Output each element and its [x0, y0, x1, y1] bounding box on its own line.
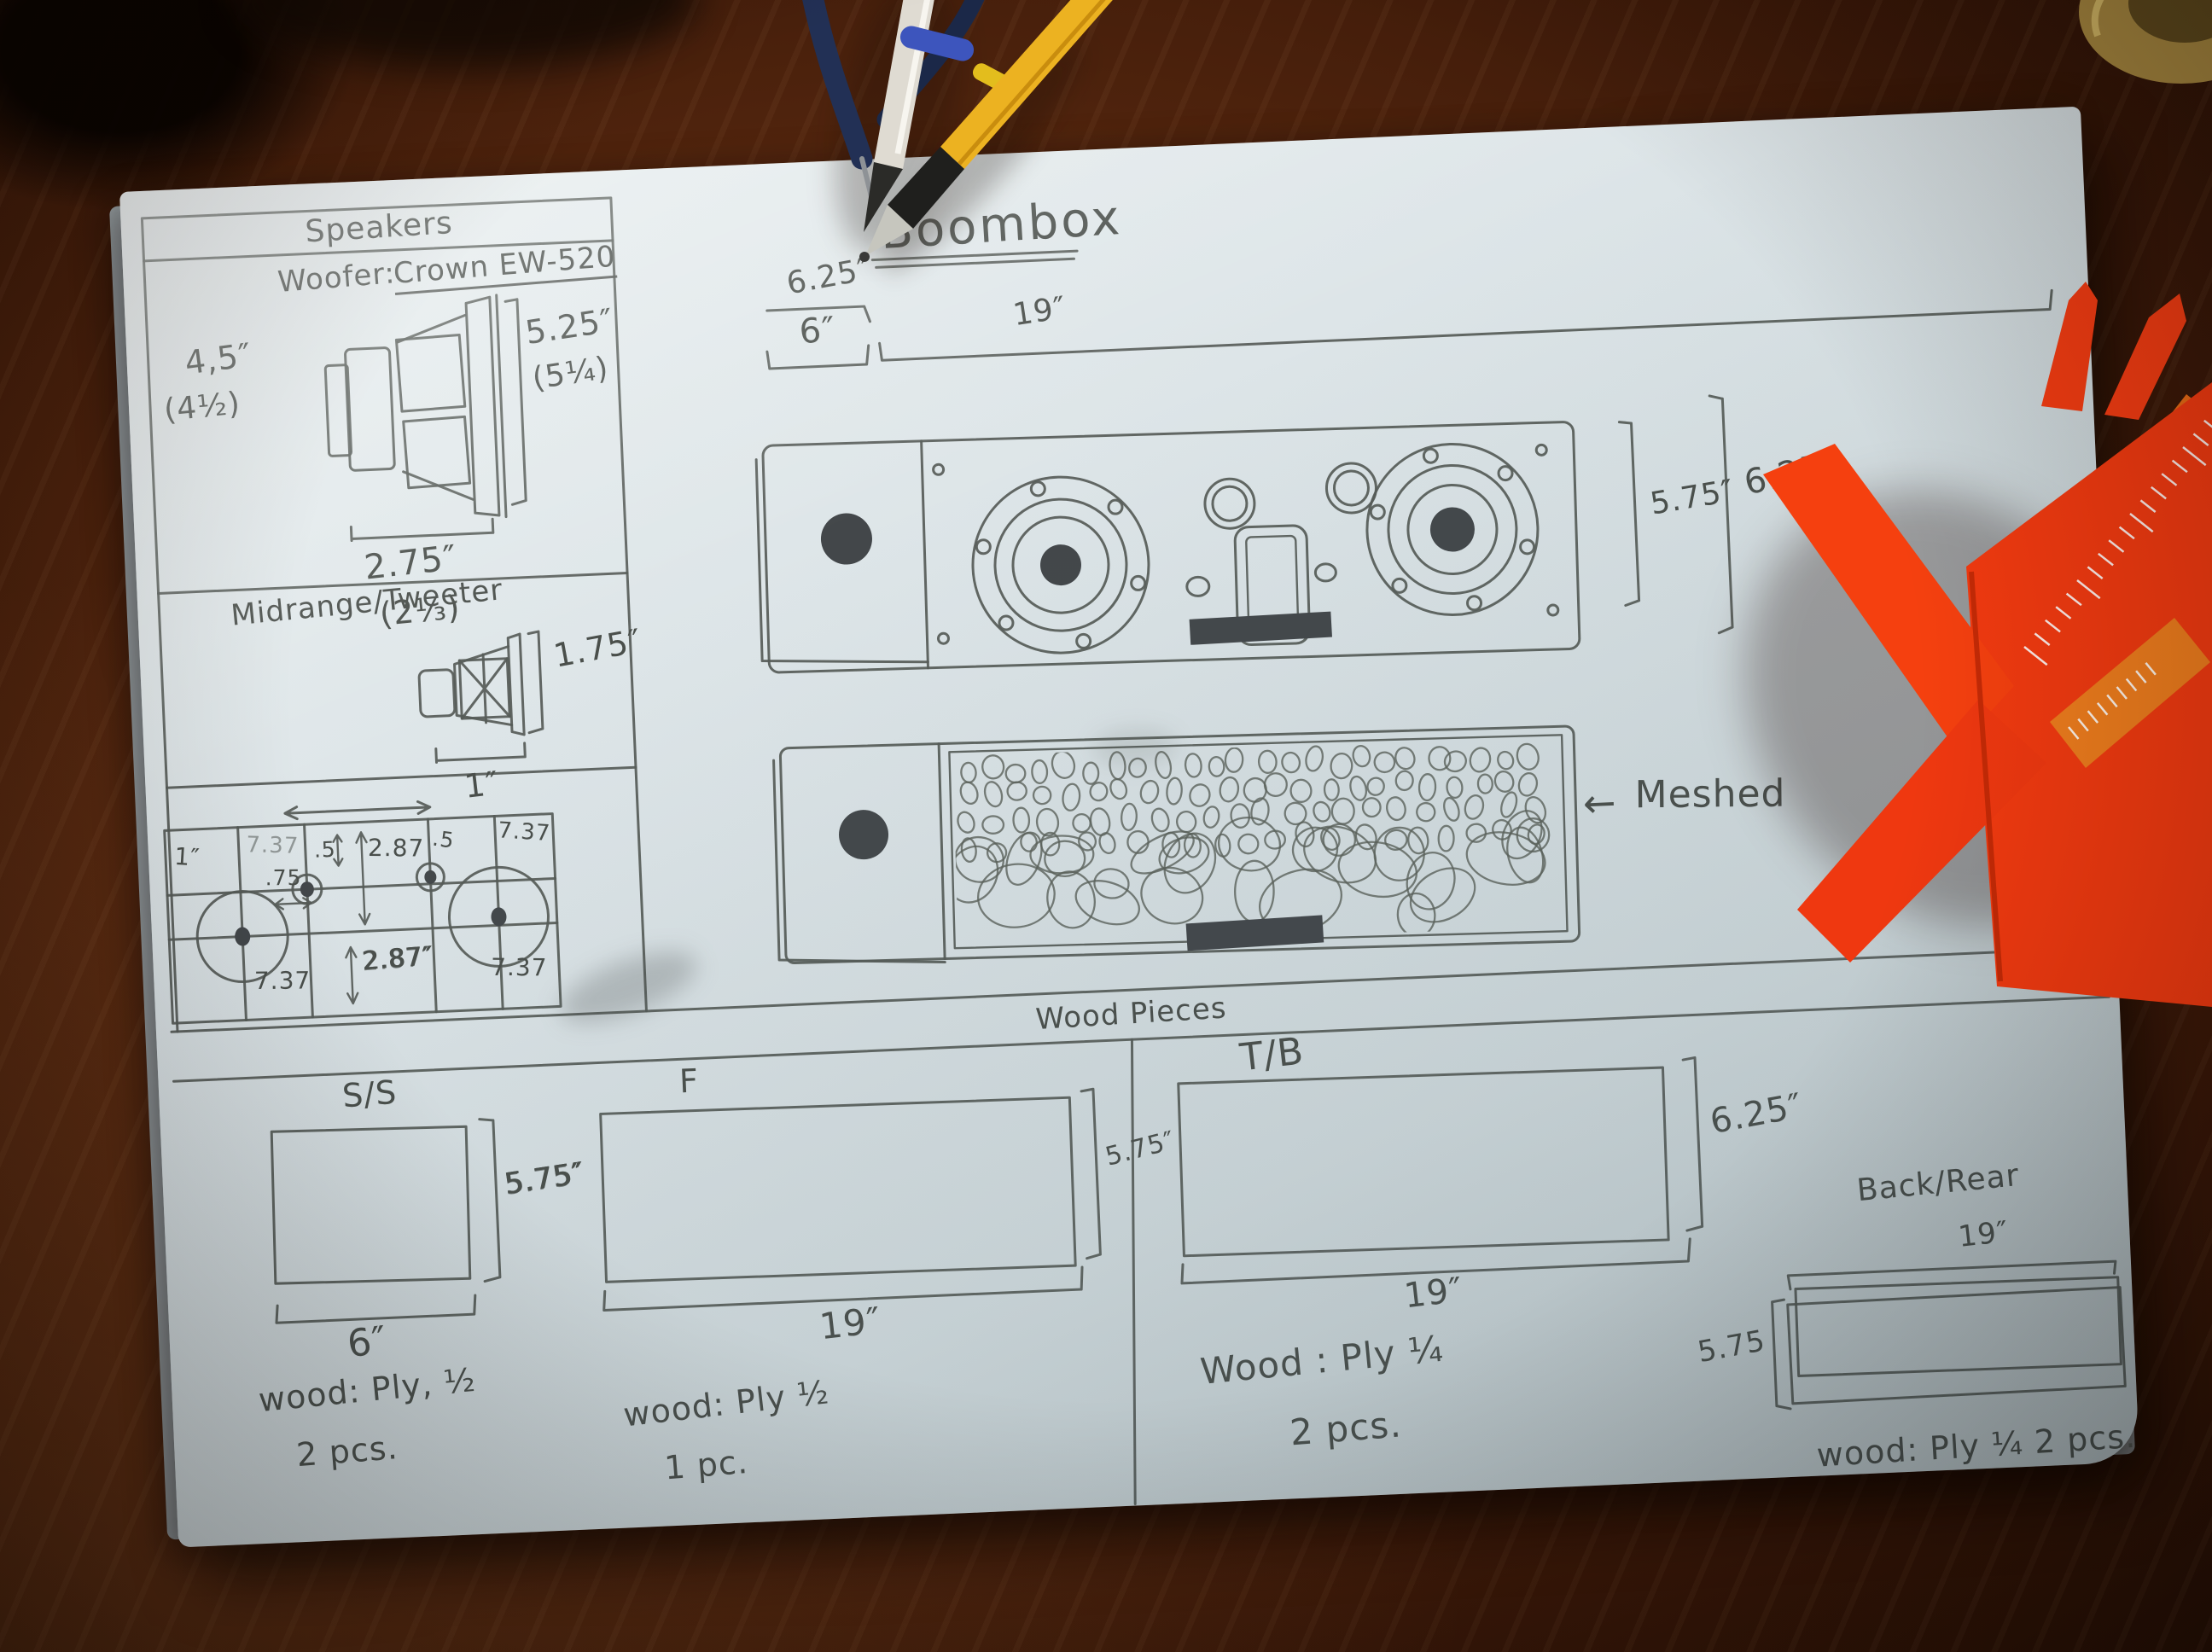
tb-label: T/B: [1237, 1029, 1307, 1080]
layout-top-left: 7.37: [246, 832, 300, 859]
boombox-front-view: [754, 421, 1581, 674]
tb-piece-outline: [1177, 1066, 1670, 1258]
layout-top-right: 7.37: [497, 817, 552, 847]
brass-object: [2079, 0, 2212, 84]
back-piece-outline-2: [1786, 1286, 2127, 1405]
layout-bottom-right: 7.37: [491, 952, 548, 982]
front-dim-side: 6″: [797, 310, 837, 352]
layout-left-margin: 1″: [173, 841, 201, 872]
driver-layout-grid: [163, 800, 562, 1025]
bottom-vertical-divider: [1130, 1038, 1137, 1506]
f-qty: 1 pc.: [662, 1442, 750, 1487]
f-piece-outline: [599, 1096, 1077, 1283]
ss-label: S/S: [341, 1073, 399, 1115]
boombox-back-view: [772, 724, 1581, 964]
wood-pieces-divider: [170, 945, 2110, 1083]
midrange-side-view: [417, 630, 544, 764]
blue-clip: [899, 26, 975, 61]
f-label: F: [678, 1062, 700, 1101]
ss-piece-outline: [270, 1125, 472, 1285]
woofer-height-alt: (4½): [162, 386, 242, 428]
title-underline: [870, 249, 1079, 269]
layout-gap-left: .75: [265, 864, 302, 891]
mesh-scribble: [952, 742, 1551, 938]
layout-bottom-left: 7.37: [253, 966, 311, 995]
yellow-clip: [972, 63, 1022, 97]
back-width-dim: 19″: [1956, 1214, 2011, 1254]
tb-qty: 2 pcs.: [1288, 1403, 1404, 1454]
meshed-arrow-icon: ←: [1581, 779, 1618, 827]
midrange-width-dim: 1″: [462, 764, 501, 806]
layout-tweeter-offset: .5: [313, 836, 337, 863]
back-piece-outline: [1794, 1276, 2122, 1377]
ss-qty: 2 pcs.: [294, 1428, 400, 1475]
design-sheet: Speakers Woofer: Crown EW-520 4,5″ (4½) …: [119, 106, 2140, 1548]
ss-width-dim: 6″: [345, 1318, 390, 1367]
tb-width-dim: 19″: [1401, 1270, 1465, 1317]
pencil-drawing: [140, 196, 2127, 1506]
layout-center-bottom: 2.87″: [360, 940, 434, 977]
f-width-dim: 19″: [817, 1299, 883, 1348]
woofer-side-view: [323, 294, 527, 543]
layout-center-top: 2.87: [367, 834, 425, 863]
meshed-label: Meshed: [1634, 771, 1786, 817]
layout-gap-right: .5: [430, 825, 457, 853]
